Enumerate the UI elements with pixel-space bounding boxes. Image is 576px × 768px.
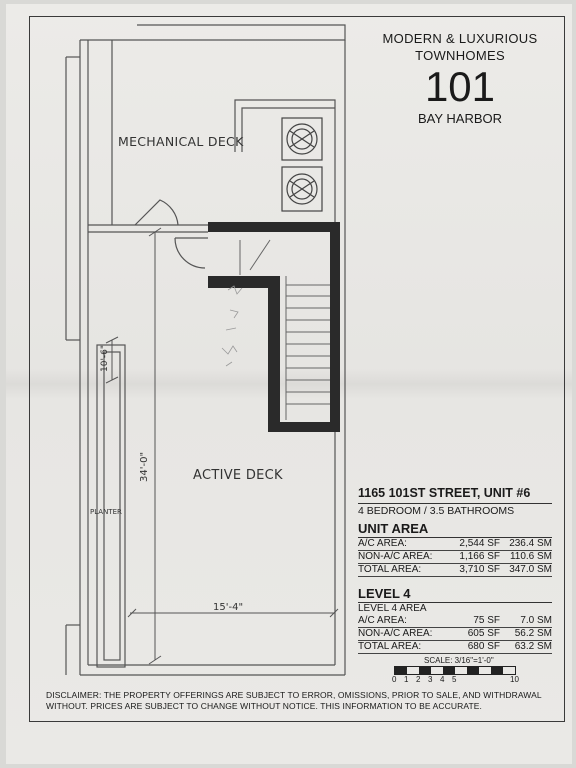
level-area-row: NON-A/C AREA: 605 SF 56.2 SM xyxy=(358,628,552,641)
area-sm: 7.0 SM xyxy=(520,615,552,626)
scale-tick: 3 xyxy=(428,675,433,684)
scale-bar: SCALE: 3/16"=1'-0" 0 1 2 3 4 5 10 xyxy=(388,656,538,685)
area-sf: 680 SF xyxy=(467,641,500,652)
unit-address: 1165 101ST STREET, UNIT #6 xyxy=(358,486,552,504)
unit-area-row: TOTAL AREA: 3,710 SF 347.0 SM xyxy=(358,564,552,577)
area-label: A/C AREA: xyxy=(358,615,407,626)
beds-baths: 4 BEDROOM / 3.5 BATHROOMS xyxy=(358,505,515,517)
level-area-row: A/C AREA: 75 SF 7.0 SM xyxy=(358,615,552,628)
area-sm: 56.2 SM xyxy=(514,628,552,639)
planter-label: PLANTER xyxy=(90,508,122,516)
area-label: TOTAL AREA: xyxy=(358,564,422,575)
scale-tick: 4 xyxy=(440,675,445,684)
area-sf: 3,710 SF xyxy=(459,564,500,575)
scale-graphic xyxy=(394,666,516,675)
dimension-top: 10'-6" xyxy=(100,345,110,372)
scale-tick: 10 xyxy=(510,675,519,684)
scale-ticks: 0 1 2 3 4 5 10 xyxy=(392,675,538,685)
area-sf: 605 SF xyxy=(467,628,500,639)
area-sm: 236.4 SM xyxy=(509,538,552,549)
area-sm: 347.0 SM xyxy=(509,564,552,575)
dimension-bottom: 15'-4" xyxy=(213,602,243,613)
sheet-border xyxy=(29,16,565,722)
area-sf: 1,166 SF xyxy=(459,551,500,562)
scale-tick: 5 xyxy=(452,675,457,684)
scale-label: SCALE: 3/16"=1'-0" xyxy=(424,656,494,665)
active-deck-label: ACTIVE DECK xyxy=(193,468,283,483)
scale-tick: 2 xyxy=(416,675,421,684)
title-line3: BAY HARBOR xyxy=(417,111,503,126)
unit-area-title: UNIT AREA xyxy=(358,520,552,538)
unit-area-row: NON-A/C AREA: 1,166 SF 110.6 SM xyxy=(358,551,552,564)
unit-area-row: A/C AREA: 2,544 SF 236.4 SM xyxy=(358,538,552,551)
scale-tick: 0 xyxy=(392,675,397,684)
area-label: NON-A/C AREA: xyxy=(358,628,433,639)
title-number: 101 xyxy=(424,63,496,110)
area-label: NON-A/C AREA: xyxy=(358,551,433,562)
area-label: A/C AREA: xyxy=(358,538,407,549)
unit-info-block: 1165 101ST STREET, UNIT #6 4 BEDROOM / 3… xyxy=(358,486,552,654)
title-line1: MODERN & LUXURIOUS xyxy=(382,31,538,46)
level-area-row: TOTAL AREA: 680 SF 63.2 SM xyxy=(358,641,552,654)
level-subtitle: LEVEL 4 AREA xyxy=(358,603,427,614)
title-block: MODERN & LUXURIOUS TOWNHOMES 101 BAY HAR… xyxy=(360,30,560,127)
area-label: TOTAL AREA: xyxy=(358,641,422,652)
dimension-mid: 34'-0" xyxy=(139,452,150,482)
area-sm: 63.2 SM xyxy=(514,641,552,652)
disclaimer: DISCLAIMER: THE PROPERTY OFFERINGS ARE S… xyxy=(46,690,542,711)
area-sf: 75 SF xyxy=(473,615,500,626)
scale-tick: 1 xyxy=(404,675,409,684)
title-line2: TOWNHOMES xyxy=(415,48,505,63)
area-sf: 2,544 SF xyxy=(459,538,500,549)
area-sm: 110.6 SM xyxy=(509,551,552,562)
level-title: LEVEL 4 xyxy=(358,585,552,603)
mechanical-deck-label: MECHANICAL DECK xyxy=(118,134,244,149)
